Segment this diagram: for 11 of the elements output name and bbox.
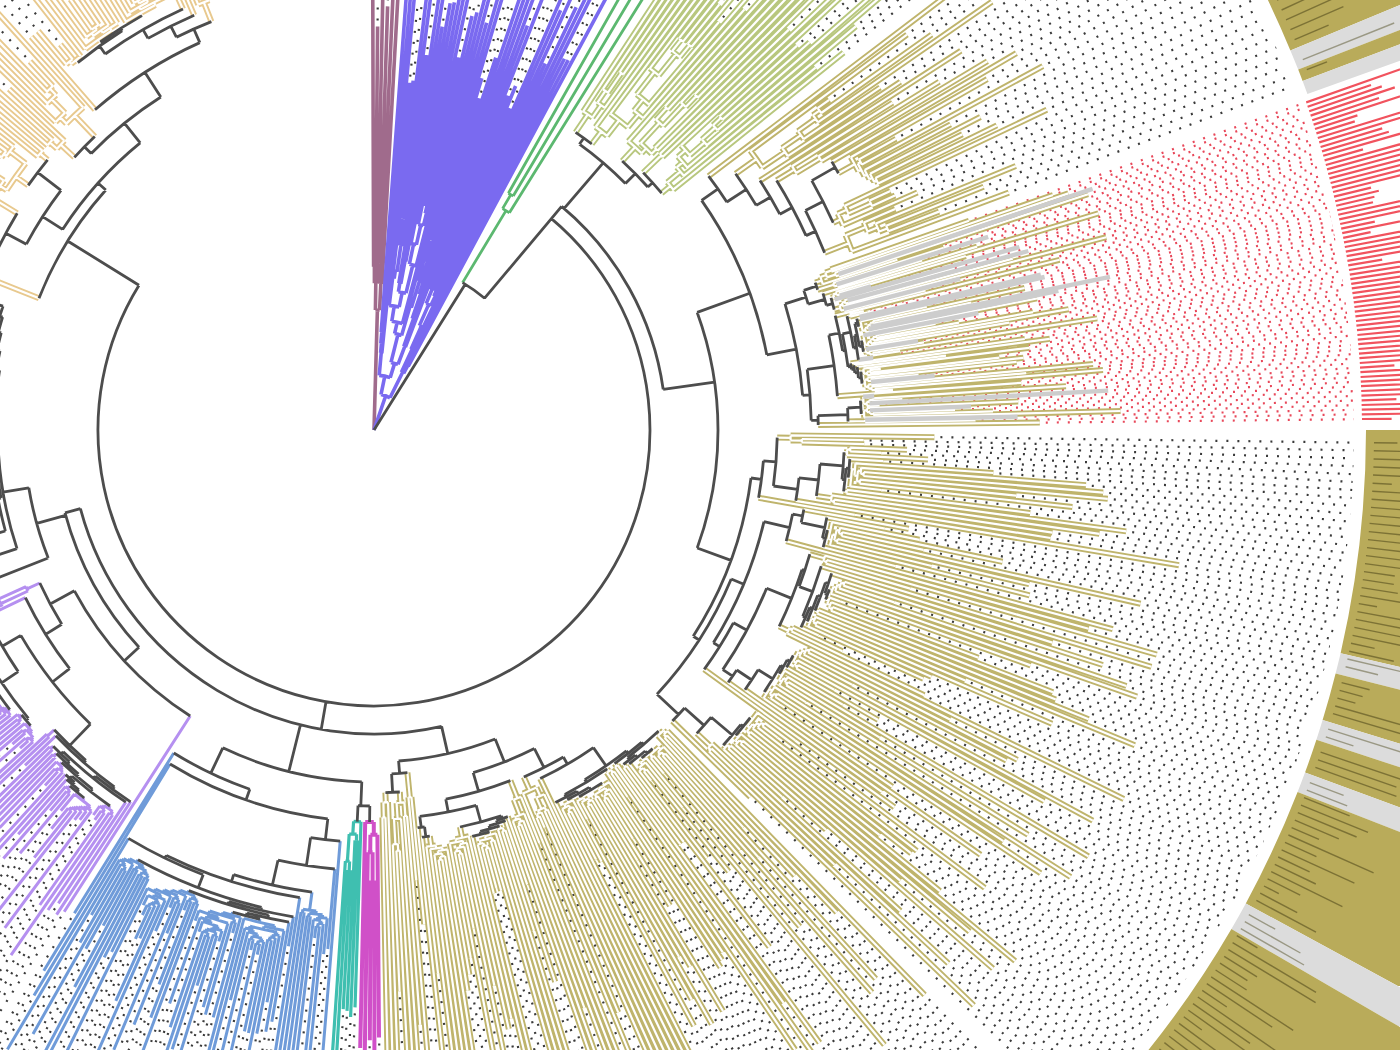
ring-segment bbox=[1302, 44, 1400, 94]
ring-segment bbox=[1268, 0, 1400, 52]
ring-segment bbox=[1334, 652, 1400, 690]
ring-segment bbox=[1290, 4, 1400, 70]
ring-segment bbox=[1296, 772, 1400, 832]
ring-segment bbox=[1322, 672, 1400, 744]
ring-segment bbox=[1230, 902, 1400, 1026]
ring-segment bbox=[1304, 738, 1400, 808]
ring-segment bbox=[1316, 720, 1400, 768]
ring-segment bbox=[1148, 928, 1400, 1050]
ring-segment bbox=[1298, 30, 1400, 82]
